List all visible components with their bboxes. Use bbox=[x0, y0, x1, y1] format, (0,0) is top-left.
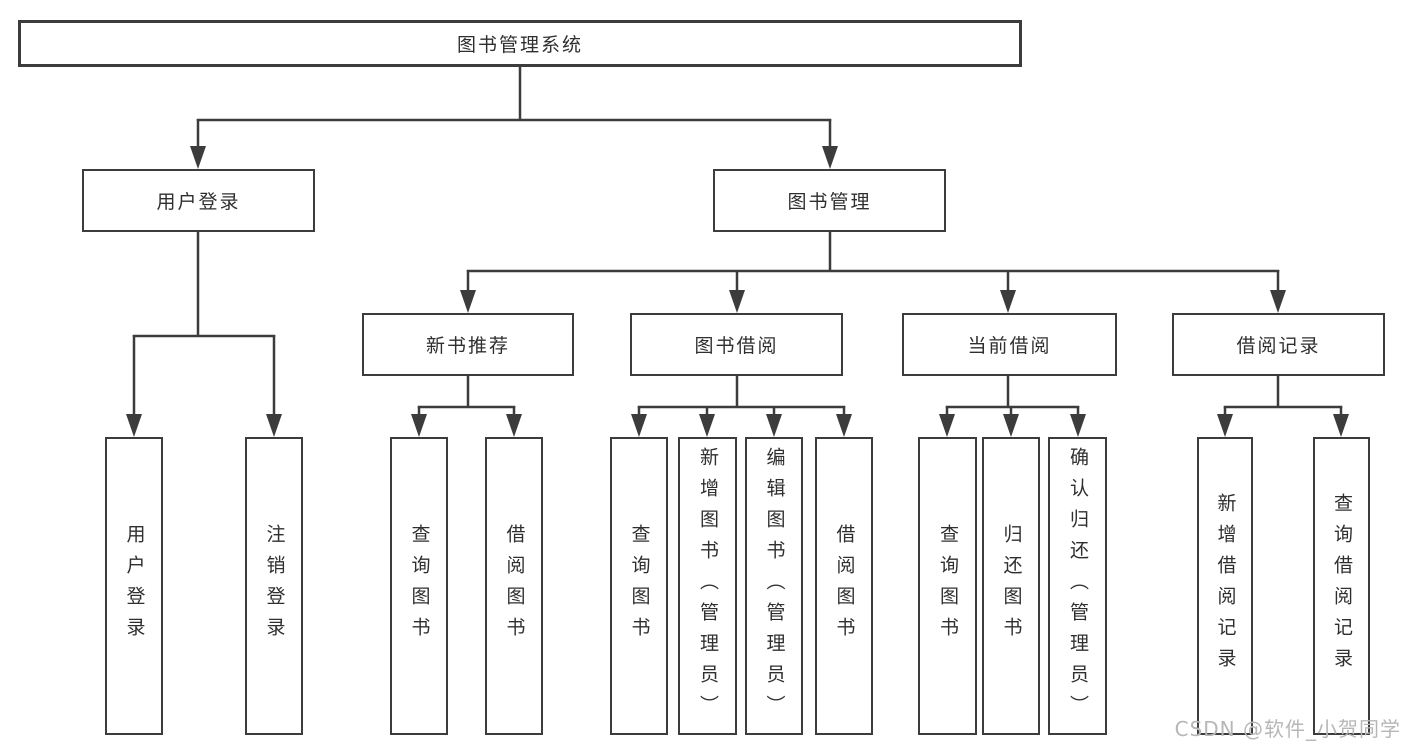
node-current-borrowing: 当前借阅 bbox=[902, 313, 1117, 376]
leaf-add-borrowing-record: 新增借阅记录 bbox=[1197, 437, 1253, 735]
node-label: 借阅图书 bbox=[833, 524, 856, 648]
node-label: 借阅记录 bbox=[1236, 335, 1321, 357]
leaf-confirm-return-admin: 确认归还（管理员） bbox=[1048, 437, 1107, 735]
leaf-borrow-books-borrowing: 借阅图书 bbox=[815, 437, 873, 735]
arrowheads bbox=[126, 146, 1349, 437]
leaf-borrow-books-recommend: 借阅图书 bbox=[485, 437, 543, 735]
leaf-query-books-current: 查询图书 bbox=[918, 437, 977, 735]
node-label: 归还图书 bbox=[1000, 524, 1023, 648]
node-borrowing-records: 借阅记录 bbox=[1172, 313, 1385, 376]
node-label: 确认归还（管理员） bbox=[1066, 446, 1089, 726]
csdn-watermark: CSDN @软件_小贺同学 bbox=[1174, 717, 1401, 741]
leaf-query-books-borrowing: 查询图书 bbox=[610, 437, 668, 735]
leaf-query-books-recommend: 查询图书 bbox=[390, 437, 448, 735]
node-label: 查询图书 bbox=[936, 524, 959, 648]
node-label: 新增图书（管理员） bbox=[696, 446, 719, 726]
node-label: 图书借阅 bbox=[694, 335, 779, 357]
node-label: 编辑图书（管理员） bbox=[763, 446, 786, 726]
node-label: 用户登录 bbox=[123, 524, 146, 648]
leaf-edit-books-admin: 编辑图书（管理员） bbox=[745, 437, 803, 735]
node-label: 新书推荐 bbox=[425, 335, 510, 357]
node-label: 当前借阅 bbox=[967, 335, 1052, 357]
node-library-system: 图书管理系统 bbox=[18, 20, 1022, 67]
node-label: 查询图书 bbox=[408, 524, 431, 648]
node-book-management: 图书管理 bbox=[713, 169, 946, 232]
node-book-borrowing: 图书借阅 bbox=[630, 313, 843, 376]
node-label: 借阅图书 bbox=[503, 524, 526, 648]
leaf-query-borrowing-record: 查询借阅记录 bbox=[1313, 437, 1370, 735]
node-label: 查询借阅记录 bbox=[1330, 493, 1353, 679]
leaf-return-books: 归还图书 bbox=[982, 437, 1040, 735]
node-label: 图书管理系统 bbox=[456, 34, 583, 56]
node-label: 新增借阅记录 bbox=[1214, 493, 1237, 679]
leaf-add-books-admin: 新增图书（管理员） bbox=[678, 437, 737, 735]
node-label: 查询图书 bbox=[628, 524, 651, 648]
node-label: 图书管理 bbox=[787, 191, 872, 213]
node-new-book-recommend: 新书推荐 bbox=[362, 313, 574, 376]
leaf-logout: 注销登录 bbox=[245, 437, 303, 735]
node-label: 用户登录 bbox=[156, 191, 241, 213]
leaf-user-login: 用户登录 bbox=[105, 437, 163, 735]
node-label: 注销登录 bbox=[263, 524, 286, 648]
node-user-login-branch: 用户登录 bbox=[82, 169, 315, 232]
